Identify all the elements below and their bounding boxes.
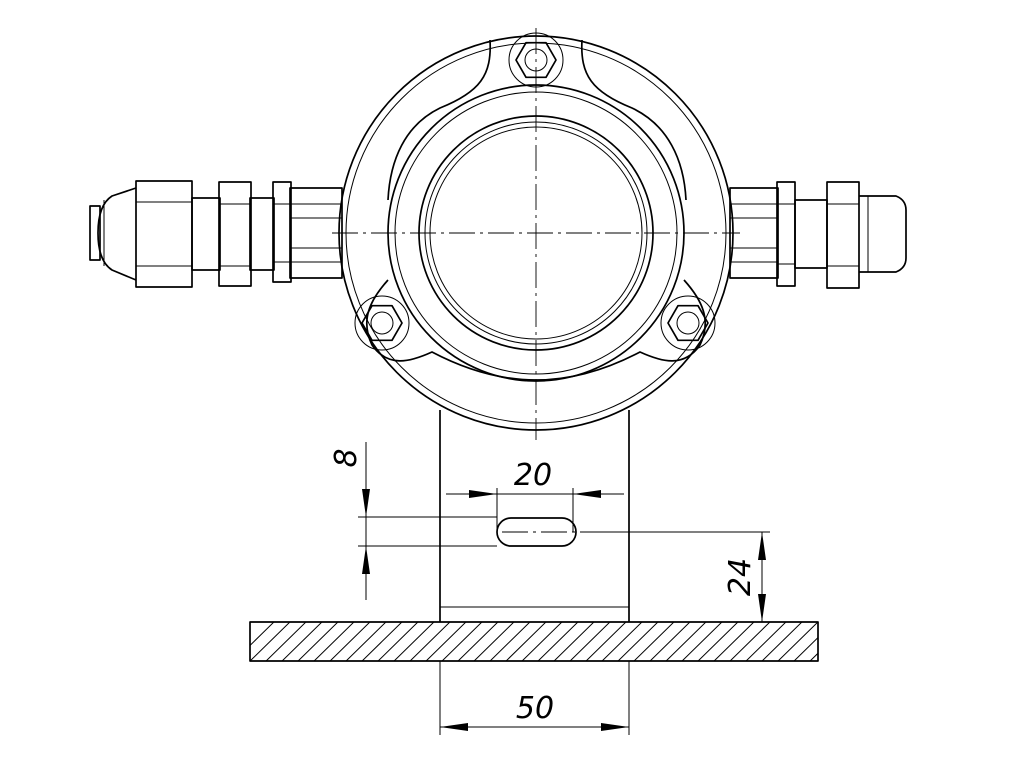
hatch-line xyxy=(729,622,771,661)
hatch-line xyxy=(553,622,595,661)
hatch-line xyxy=(870,618,918,665)
hatch-line xyxy=(617,622,659,661)
base-plate xyxy=(249,618,918,665)
hatch-line xyxy=(521,622,563,661)
cable-gland-left xyxy=(89,180,343,288)
hatch-line xyxy=(537,622,579,661)
dimension-label-8: 8 xyxy=(329,448,364,467)
hatch-line xyxy=(457,622,499,661)
dimension-slot-width: 8 xyxy=(329,442,497,600)
hatch-line xyxy=(569,622,611,661)
hatch-line xyxy=(265,622,307,661)
bolt-left xyxy=(354,295,410,351)
hatch-line xyxy=(745,622,787,661)
dimension-bracket-width: 50 xyxy=(439,661,630,735)
dimension-label-24: 24 xyxy=(723,558,758,596)
hatch-line xyxy=(697,622,739,661)
hatch-line xyxy=(838,618,886,665)
hatch-line xyxy=(250,622,275,647)
bracket-slot xyxy=(496,517,580,547)
hatch-line xyxy=(329,622,371,661)
hatch-line xyxy=(854,618,902,665)
hatch-line xyxy=(489,622,531,661)
hatch-line xyxy=(361,622,403,661)
cable-gland-right xyxy=(729,181,907,289)
dimension-slot-length: 20 xyxy=(446,458,624,532)
hatch-line xyxy=(633,622,675,661)
hatch-line xyxy=(793,636,818,661)
dimension-label-50: 50 xyxy=(516,691,554,726)
hatch-line xyxy=(377,622,419,661)
hatch-line xyxy=(809,652,818,661)
hatch-line xyxy=(601,622,643,661)
hatch-line xyxy=(505,622,547,661)
hatch-line xyxy=(425,622,467,661)
dimension-label-20: 20 xyxy=(514,458,552,493)
hatch-line xyxy=(345,622,387,661)
bolt-right xyxy=(660,295,716,351)
hatch-line xyxy=(681,622,723,661)
hatch-line xyxy=(649,622,691,661)
hatch-line xyxy=(250,622,291,661)
hatch-line xyxy=(713,622,755,661)
mounting-bracket xyxy=(439,410,630,622)
hatch-line xyxy=(665,622,707,661)
hatch-line xyxy=(441,622,483,661)
hatch-line xyxy=(473,622,515,661)
hatch-line xyxy=(585,622,627,661)
hatch-line xyxy=(313,622,355,661)
hatch-line xyxy=(777,622,818,661)
hatch-line xyxy=(281,622,323,661)
hatch-line xyxy=(822,618,870,665)
hatch-line xyxy=(297,622,339,661)
hatch-line xyxy=(761,622,803,661)
hatch-line xyxy=(393,622,435,661)
hatch-line xyxy=(409,622,451,661)
dimension-slot-height: 24 xyxy=(580,531,770,622)
center-lines xyxy=(332,28,740,440)
